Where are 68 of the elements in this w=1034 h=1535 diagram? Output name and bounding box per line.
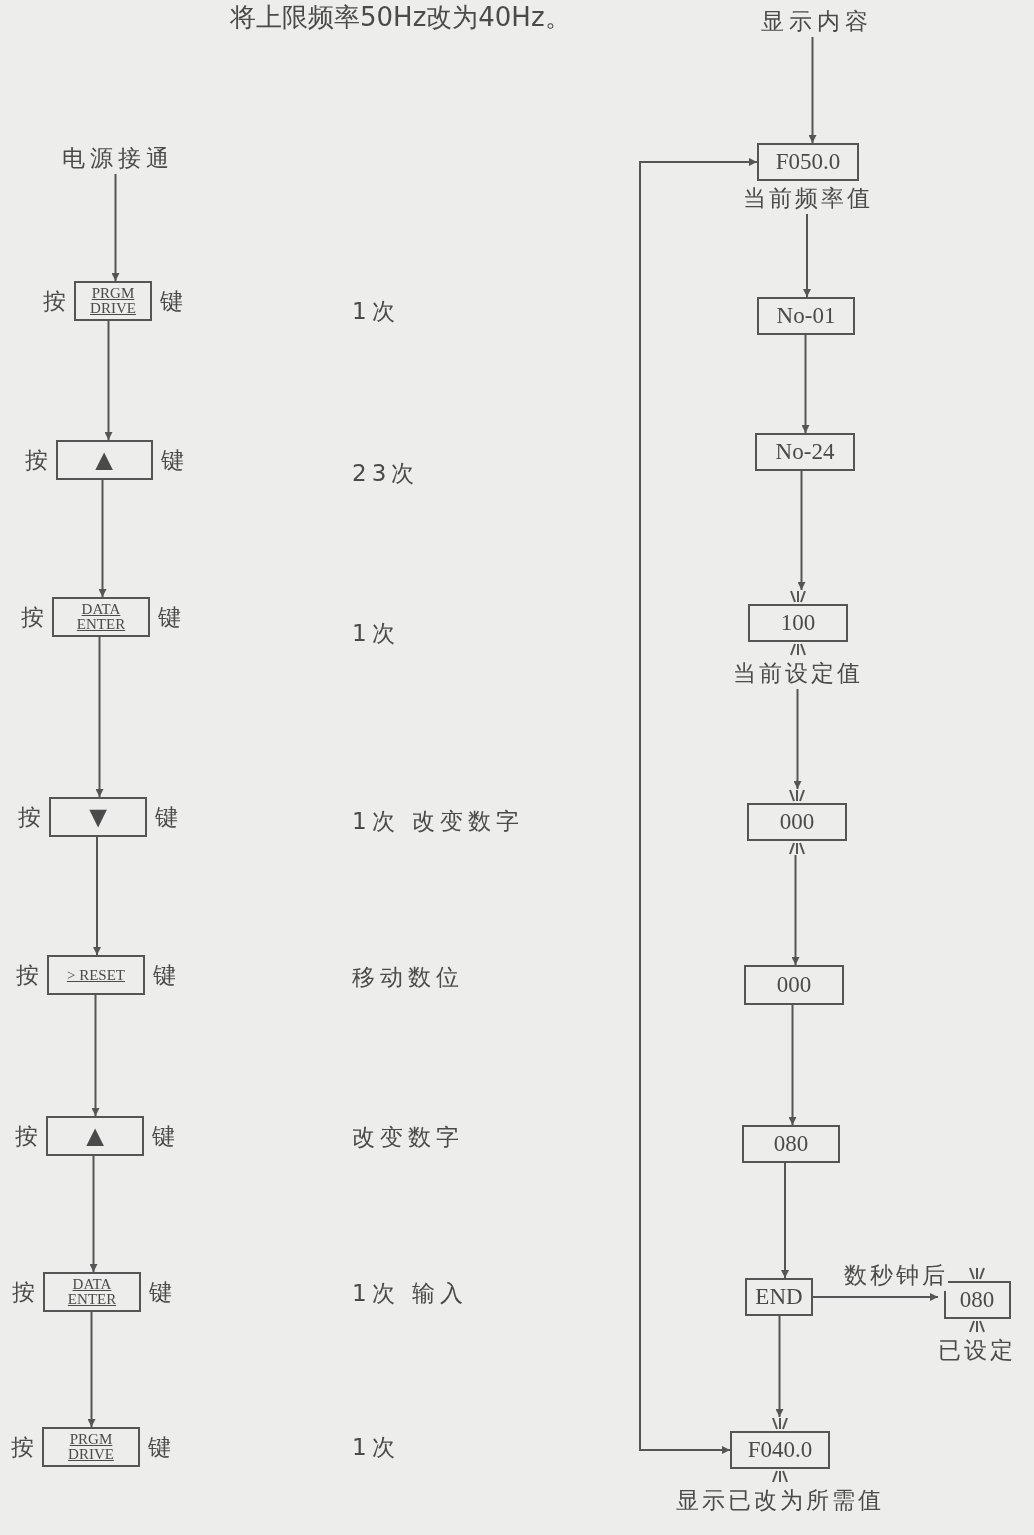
press-text: 按 [21,602,44,632]
arrow [98,479,107,598]
title-text: 将上限频率50Hz改为40Hz。 [230,1,571,34]
display-caption: 当前设定值 [733,659,863,688]
key-text: 键 [155,802,178,832]
display-caption: 当前频率值 [743,184,873,213]
key-button-symbol: DATA ENTER [43,1272,141,1312]
key-text: 键 [153,960,176,990]
arrow [87,1311,96,1428]
key-text: 键 [160,445,184,475]
arrow [808,36,817,144]
arrow [788,1004,797,1126]
note-text: 1次 改变数字 [352,807,524,836]
display-box: 000 [744,965,844,1005]
key-text: 键 [160,286,183,316]
key-button-symbol: ▲ [55,440,153,480]
key-button-symbol: DATA ENTER [52,597,150,637]
key-button-symbol: ▼ [49,797,147,837]
press-text: 按 [11,1432,34,1462]
note-text: 1次 [352,1433,400,1462]
step-text: 电源接通 [62,143,174,174]
display-box: END [745,1278,813,1316]
arrow [803,213,811,298]
key-button-symbol: PRGM DRIVE [42,1427,140,1467]
display-caption: 显示已改为所需值 [676,1486,884,1515]
note-text: 1次 输入 [352,1279,468,1308]
arrow [91,994,100,1117]
arrow [793,688,802,790]
arrow [797,470,806,591]
arrow [775,1315,784,1418]
display-box: F050.0 [757,143,859,181]
arrow [812,1293,939,1301]
note-text: 移动数位 [352,963,464,992]
key-text: 键 [158,602,181,632]
key-button-symbol: > RESET [47,955,145,995]
arrow [639,158,758,1454]
display-box: 100 [748,604,848,642]
press-text: 按 [43,286,66,316]
arrow [89,1155,98,1273]
key-button-symbol: PRGM DRIVE [74,281,152,321]
arrow [111,173,120,282]
press-text: 按 [16,960,39,990]
press-text: 按 [24,445,48,475]
note-text: 改变数字 [352,1123,464,1152]
step-text: 显示内容 [761,6,873,37]
note-text: 23次 [352,459,420,488]
arrow [95,636,104,798]
note-text: 1次 [352,619,400,648]
key-text: 键 [149,1277,172,1307]
display-box: No-01 [757,297,855,335]
arrow [104,320,113,441]
display-box: No-24 [755,433,855,471]
display-box: 080 [742,1125,840,1163]
arrow [791,854,800,966]
display-caption: 已设定 [938,1336,1016,1365]
press-text: 按 [15,1121,38,1151]
press-text: 按 [12,1277,35,1307]
note-text: 1次 [352,297,400,326]
press-text: 按 [18,802,41,832]
arrow [801,334,810,434]
display-box: 000 [747,803,847,841]
arrow [781,1162,789,1279]
display-box: F040.0 [730,1431,830,1469]
key-text: 键 [148,1432,171,1462]
display-box: 080 [943,1281,1011,1319]
arrow [93,836,101,956]
key-button-symbol: ▲ [46,1116,144,1156]
key-text: 键 [152,1121,175,1151]
